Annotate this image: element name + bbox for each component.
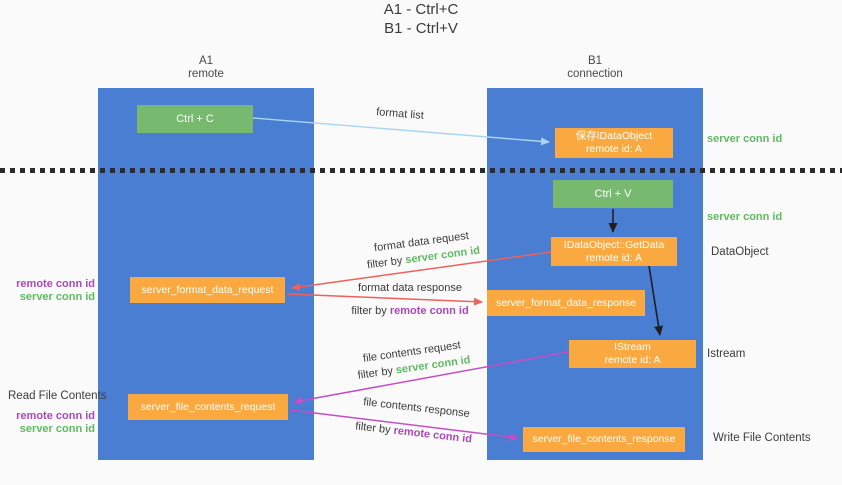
column-header-b1: B1 connection (487, 55, 703, 81)
label-remote-conn-id-1: remote conn id (16, 278, 95, 290)
label-format-data-request: format data request filter by server con… (349, 225, 497, 276)
node-istream-line2: remote id: A (604, 354, 661, 366)
node-ctrl-c-label: Ctrl + C (176, 113, 214, 125)
node-ctrl-v: Ctrl + V (553, 180, 673, 208)
label-server-conn-id-1: server conn id (19, 291, 95, 303)
node-istream-line1: IStream (614, 341, 651, 353)
label-format-data-response: format data response filter by remote co… (345, 281, 475, 319)
node-save-dataobject-line1: 保存IDataObject (575, 130, 653, 142)
filter-by-prefix: filter by (354, 420, 392, 437)
node-idataobject-getdata: IDataObject::GetData remote id: A (551, 237, 677, 266)
node-getdata-line2: remote id: A (585, 251, 643, 264)
label-format-data-response-filter: filter by remote conn id (345, 304, 475, 319)
node-istream: IStream remote id: A (569, 340, 696, 368)
node-ctrl-v-label: Ctrl + V (594, 188, 632, 200)
label-server-conn-id-2: server conn id (19, 423, 95, 435)
node-server-file-contents-response: server_file_contents_response (523, 427, 685, 452)
node-server-file-contents-request: server_file_contents_request (128, 394, 288, 420)
session-separator-dotted-line (0, 168, 842, 173)
node-file-request-label: server_file_contents_request (140, 400, 276, 413)
column-a1-name: A1 (198, 55, 214, 67)
filter-key-remote-conn-id: remote conn id (392, 424, 473, 446)
diagram-title: A1 - Ctrl+C B1 - Ctrl+V (0, 0, 842, 38)
label-remote-conn-id-2: remote conn id (16, 410, 95, 422)
node-server-format-data-response: server_format_data_response (487, 290, 645, 316)
column-b1-role: connection (567, 68, 623, 80)
column-header-a1: A1 remote (98, 55, 314, 81)
label-file-contents-request: file contents request filter by server c… (341, 334, 484, 385)
column-a1-role: remote (188, 68, 224, 80)
node-getdata-line1: IDataObject::GetData (563, 238, 665, 251)
label-read-file-contents: Read File Contents (8, 390, 107, 402)
label-dataobject: DataObject (711, 246, 769, 258)
node-server-format-data-request: server_format_data_request (130, 277, 285, 303)
label-format-list: format list (375, 106, 425, 122)
filter-by-prefix: filter by (351, 305, 387, 317)
label-file-contents-response: file contents response filter by remote … (348, 394, 482, 448)
title-line-1: A1 - Ctrl+C (383, 1, 459, 18)
node-save-dataobject-line2: remote id: A (585, 143, 643, 155)
node-save-dataobject: 保存IDataObject remote id: A (555, 128, 673, 158)
node-file-response-label: server_file_contents_response (532, 433, 676, 445)
label-server-conn-id-mid: server conn id (707, 211, 783, 223)
label-file-contents-response-filter: filter by remote conn id (348, 419, 479, 449)
filter-by-prefix: filter by (366, 254, 404, 272)
label-server-conn-id-top: server conn id (707, 133, 783, 145)
column-b1-name: B1 (587, 55, 603, 67)
label-format-data-response-text: format data response (358, 282, 462, 294)
label-write-file-contents: Write File Contents (713, 432, 811, 444)
filter-key-remote-conn-id: remote conn id (389, 305, 469, 317)
node-format-request-label: server_format_data_request (141, 283, 274, 296)
title-line-2: B1 - Ctrl+V (384, 20, 458, 37)
label-left-pair2: remote conn id server conn id (10, 410, 95, 436)
node-format-response-label: server_format_data_response (495, 296, 637, 309)
label-istream: Istream (707, 348, 746, 360)
node-ctrl-c: Ctrl + C (137, 105, 253, 133)
label-left-pair1: remote conn id server conn id (10, 278, 95, 304)
filter-by-prefix: filter by (356, 364, 394, 382)
label-file-contents-response-text: file contents response (362, 396, 471, 421)
